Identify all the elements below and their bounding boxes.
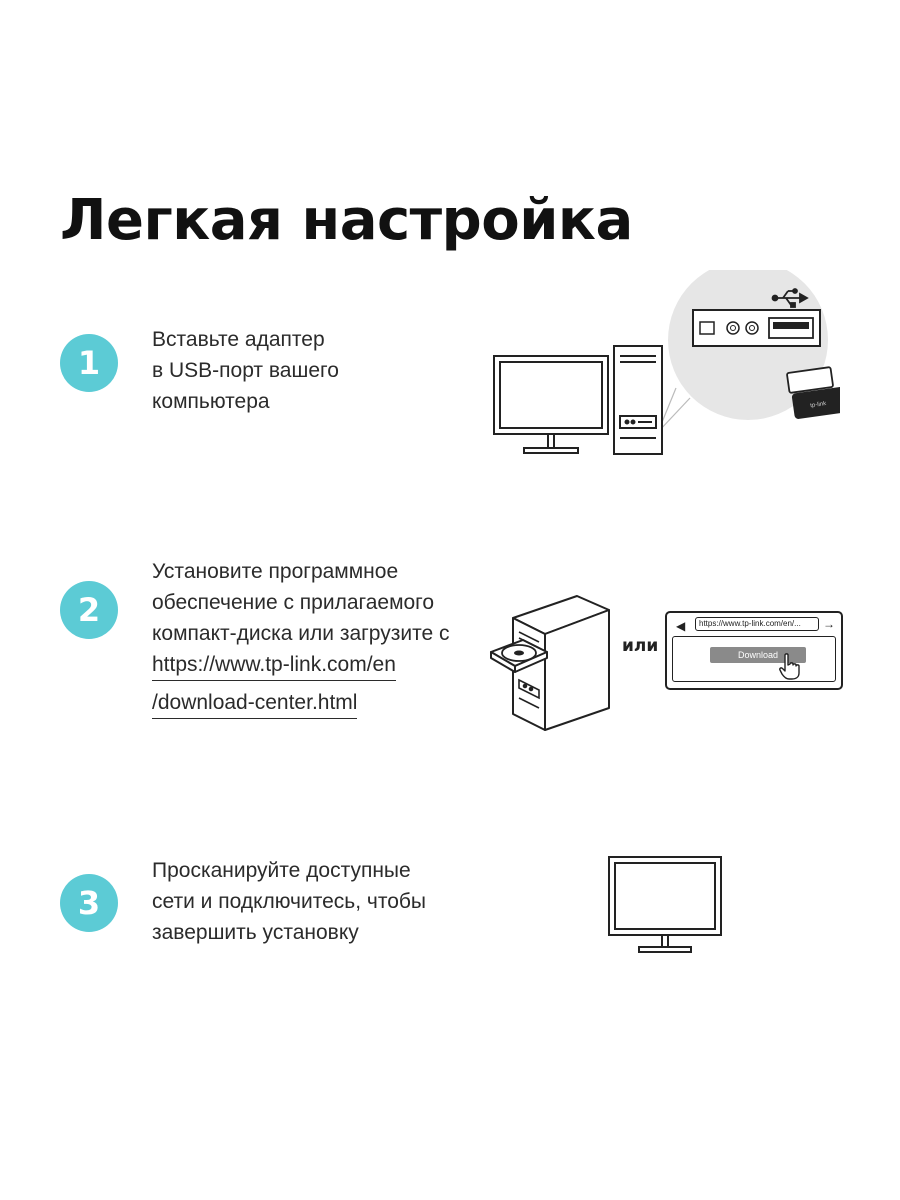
svg-text:tp-link: tp-link [810,401,828,409]
step-3-text: Просканируйте доступные сети и подключит… [152,855,426,948]
step-text-line: Просканируйте доступные [152,859,411,882]
step-text-line: в USB-порт вашего [152,359,339,382]
step-number-badge: 3 [60,874,118,932]
step-2-text: Установите программное обеспечение с при… [152,556,450,725]
step-text-line: компьютера [152,390,270,413]
usb-symbol-icon [771,288,809,308]
or-label: или [622,636,659,656]
page-title: Легкая настройка [60,188,633,253]
step-text-line: завершить установку [152,921,359,944]
back-arrow-icon[interactable]: ◀ [676,619,686,633]
browser-window: ◀ https://www.tp-link.com/en/... → Downl… [665,611,843,690]
browser-content: Download [672,636,836,682]
step-1-text: Вставьте адаптер в USB-порт вашего компь… [152,324,339,417]
usb-adapter: tp-link [786,366,840,419]
download-button[interactable]: Download [710,647,806,663]
forward-arrow-icon[interactable]: → [823,617,835,631]
tower-front [512,617,546,731]
step-text-line: компакт-диска или загрузите с [152,622,450,645]
cd-disc-icon [501,644,537,662]
download-link[interactable]: https://www.tp-link.com/en [152,650,396,681]
computer-tower-icon [613,345,663,455]
monitor-icon [493,355,609,454]
hand-cursor-icon [779,653,800,680]
step-text-line: Вставьте адаптер [152,328,325,351]
step-number-badge: 2 [60,581,118,639]
address-bar[interactable]: https://www.tp-link.com/en/... [695,617,819,631]
step-number-badge: 1 [60,334,118,392]
computer-usb-illustration: tp-link [493,270,840,455]
computer-cd-illustration [490,595,610,731]
step-text-line: обеспечение с прилагаемого [152,591,435,614]
step-text-line: сети и подключитесь, чтобы [152,890,427,913]
download-link[interactable]: /download-center.html [152,688,358,719]
monitor-icon [608,856,722,953]
step-text-line: Установите программное [152,560,399,583]
